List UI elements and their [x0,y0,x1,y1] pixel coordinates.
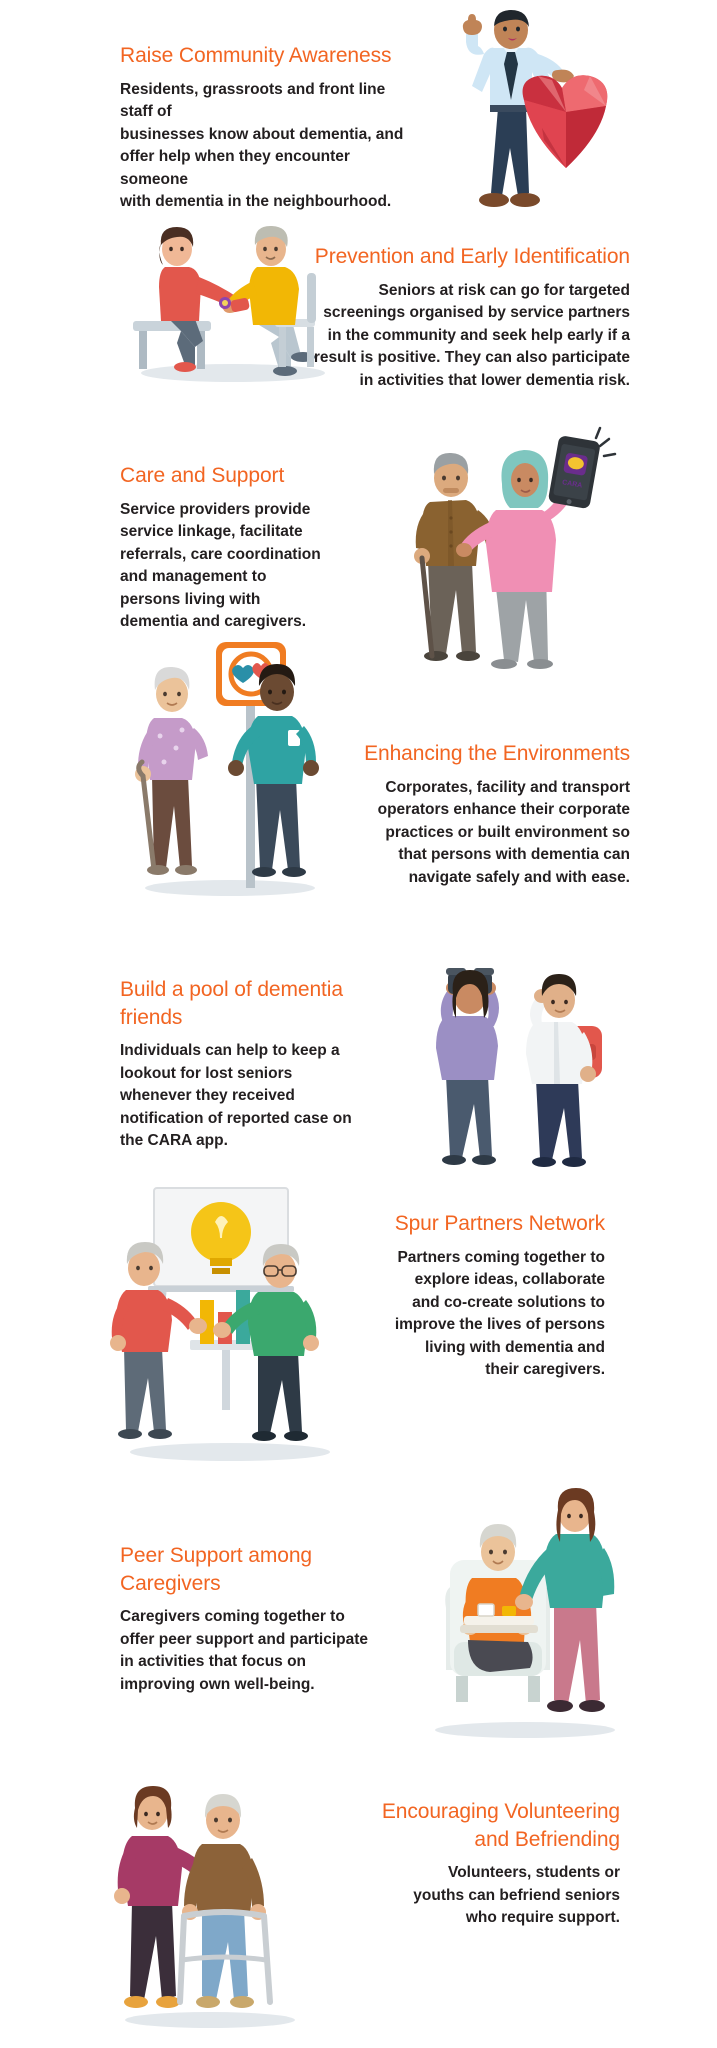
text-block: Raise Community Awareness Residents, gra… [120,42,420,214]
illustration-caregiver-serving-senior-in-armchair [420,1488,635,1740]
section-encouraging-volunteering-and-befriending: Encouraging Volunteering and Befriending… [0,1760,717,2045]
section-body: Residents, grassroots and front line sta… [120,80,404,211]
section-body: Caregivers coming together to offer peer… [120,1608,369,1693]
section-title: Care and Support [120,464,285,487]
text-block: Prevention and Early Identification Seni… [305,243,630,392]
text-block: Peer Support among Caregivers Caregivers… [120,1542,410,1696]
illustration-partners-brainstorming-lightbulb [110,1180,338,1465]
section-spur-partners-network: Spur Partners Network Partners coming to… [0,1180,717,1461]
section-body: Volunteers, students or youths can befri… [413,1864,620,1927]
text-block: Spur Partners Network Partners coming to… [355,1210,605,1382]
section-raise-community-awareness: Raise Community Awareness Residents, gra… [0,0,717,230]
section-body: Seniors at risk can go for targeted scre… [313,281,630,389]
section-title: Enhancing the Environments [364,742,630,765]
section-body: Individuals can help to keep a lookout f… [120,1042,352,1150]
section-title: Raise Community Awareness [120,44,392,67]
illustration-staff-helping-senior-at-go-to-point [130,638,330,898]
section-title: Encouraging Volunteering and Befriending [381,1800,620,1851]
illustration-caregiver-with-cara-phone: CARA [398,426,618,680]
section-prevention-and-early-identification: Prevention and Early Identification Seni… [0,215,717,415]
section-title: Peer Support among Caregivers [120,1544,312,1595]
text-block: Enhancing the Environments Corporates, f… [315,740,630,889]
section-peer-support-among-caregivers: Peer Support among Caregivers Caregivers… [0,1488,717,1750]
illustration-man-holding-heart [432,8,632,223]
section-title: Prevention and Early Identification [314,245,630,268]
section-care-and-support: Care and Support Service providers provi… [0,426,717,690]
text-block: Build a pool of dementia friends Individ… [120,976,400,1153]
section-body: Corporates, facility and transport opera… [377,778,630,886]
illustration-two-people-looking-out [418,956,633,1176]
illustration-volunteer-helping-senior-with-walker [110,1770,310,2030]
text-block: Encouraging Volunteering and Befriending… [340,1798,620,1930]
phone-app-label: CARA [562,479,583,489]
section-body: Service providers provide service linkag… [120,500,321,631]
illustration-nurse-screening-senior [125,215,340,385]
section-body: Partners coming together to explore idea… [394,1248,605,1379]
section-build-a-pool-of-dementia-friends: Build a pool of dementia friends Individ… [0,950,717,1180]
section-enhancing-the-environments: Enhancing the Environments Corporates, f… [0,630,717,898]
text-block: Care and Support Service providers provi… [120,462,370,634]
section-title: Spur Partners Network [394,1212,605,1235]
section-title: Build a pool of dementia friends [120,978,343,1029]
